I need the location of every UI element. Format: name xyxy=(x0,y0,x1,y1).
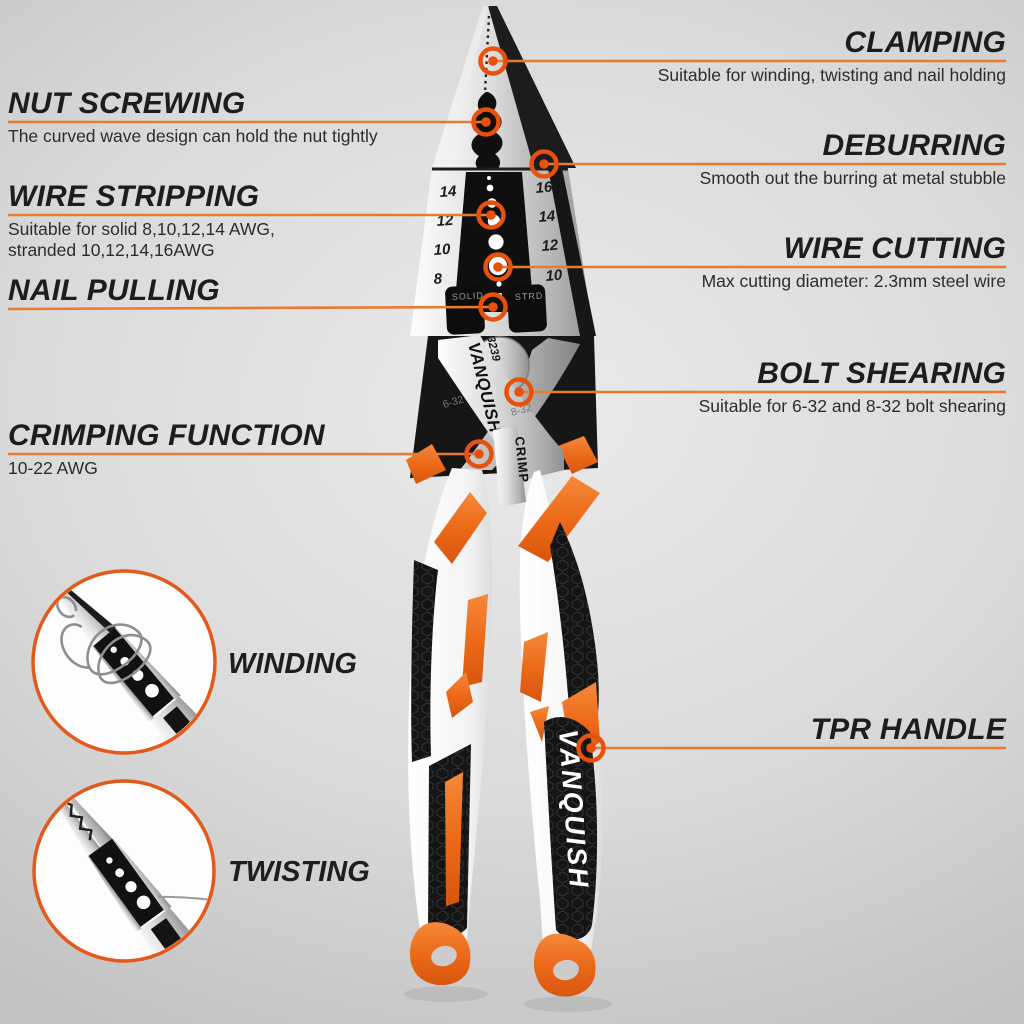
callout-marker-nail-pulling xyxy=(478,292,508,322)
gauge-label: 12 xyxy=(436,212,454,230)
callout-title: NUT SCREWING xyxy=(8,87,246,120)
callout-crimping-function: CRIMPING FUNCTION 10-22 AWG xyxy=(8,419,325,479)
callout-subtitle-line1: Suitable for solid 8,10,12,14 AWG, xyxy=(8,219,275,239)
inset-winding-photo xyxy=(31,569,217,755)
solid-label: SOLID xyxy=(452,290,484,302)
gauge-label: 12 xyxy=(541,237,560,255)
callout-bolt-shearing: BOLT SHEARING Suitable for 6-32 and 8-32… xyxy=(699,357,1006,417)
callout-title: WIRE STRIPPING xyxy=(8,180,260,213)
callout-subtitle-line2: stranded 10,12,14,16AWG xyxy=(8,240,215,260)
crimp-label: CRIMP xyxy=(512,436,532,484)
callout-markers xyxy=(464,46,606,763)
gauge-label: 14 xyxy=(439,183,457,201)
right-handle: VANQUISH xyxy=(518,470,603,997)
callout-title: WIRE CUTTING xyxy=(783,232,1006,265)
gauge-label: 10 xyxy=(545,267,564,285)
callout-marker-crimping xyxy=(464,439,494,469)
callout-title: CRIMPING FUNCTION xyxy=(8,419,325,452)
callout-subtitle: Suitable for 6-32 and 8-32 bolt shearing xyxy=(698,396,1006,416)
gauge-label: 10 xyxy=(433,241,451,259)
pliers-head xyxy=(432,6,576,173)
right-handle-collar xyxy=(558,436,598,474)
callout-wire-cutting: WIRE CUTTING Max cutting diameter: 2.3mm… xyxy=(702,232,1006,292)
callout-marker-clamping xyxy=(478,46,508,76)
inset-label-winding: WINDING xyxy=(228,648,357,680)
inset-label-twisting: TWISTING xyxy=(228,856,370,888)
strd-label: STRD xyxy=(515,291,544,302)
callout-subtitle: Smooth out the burring at metal stubble xyxy=(699,168,1006,188)
callout-wire-stripping: WIRE STRIPPING Suitable for solid 8,10,1… xyxy=(8,180,275,261)
callout-deburring: DEBURRING Smooth out the burring at meta… xyxy=(700,129,1006,189)
callout-subtitle: Suitable for solid 8,10,12,14 AWG, stran… xyxy=(8,219,275,261)
callout-marker-wire-cutting xyxy=(483,252,513,282)
callout-marker-deburring xyxy=(529,149,559,179)
callout-lines xyxy=(7,59,1006,750)
callout-subtitle: 10-22 AWG xyxy=(8,458,98,478)
shadow xyxy=(404,986,488,1002)
callout-nail-pulling: NAIL PULLING xyxy=(8,274,220,308)
callout-title: BOLT SHEARING xyxy=(757,357,1006,390)
callout-subtitle: The curved wave design can hold the nut … xyxy=(8,126,378,146)
callout-subtitle: Suitable for winding, twisting and nail … xyxy=(657,65,1006,85)
pliers-tool: 14 12 10 8 16 14 12 10 SOLID STRD xyxy=(404,6,612,1012)
gauge-label: 16 xyxy=(535,179,554,197)
gauge-label: 8 xyxy=(433,270,443,288)
callout-nut-screwing: NUT SCREWING The curved wave design can … xyxy=(8,87,378,147)
lanyard-hole xyxy=(431,945,457,967)
callout-title: DEBURRING xyxy=(822,129,1006,162)
callout-title: TPR HANDLE xyxy=(810,713,1006,746)
gauge-labels-right: 16 14 12 10 xyxy=(535,179,564,285)
callout-marker-tpr-handle xyxy=(576,733,606,763)
callout-marker-wire-stripping xyxy=(476,200,506,230)
inset-twisting-photo xyxy=(32,779,216,963)
gauge-label: 14 xyxy=(538,208,557,226)
callout-clamping: CLAMPING Suitable for winding, twisting … xyxy=(658,26,1006,86)
callout-title: NAIL PULLING xyxy=(8,274,220,307)
shadow xyxy=(524,996,612,1012)
callout-marker-nut-screwing xyxy=(471,107,501,137)
gauge-labels-left: 14 12 10 8 xyxy=(433,183,457,288)
wire-stripper-section: 14 12 10 8 16 14 12 10 SOLID STRD xyxy=(410,167,596,336)
lanyard-hole xyxy=(553,959,579,981)
bolt-size-small-text: 6-32 xyxy=(442,394,466,411)
callout-marker-bolt-shearing xyxy=(504,377,534,407)
callout-tpr-handle: TPR HANDLE xyxy=(811,713,1006,747)
callout-subtitle: Max cutting diameter: 2.3mm steel wire xyxy=(701,271,1006,291)
callout-title: CLAMPING xyxy=(844,26,1006,59)
left-handle xyxy=(408,468,493,986)
